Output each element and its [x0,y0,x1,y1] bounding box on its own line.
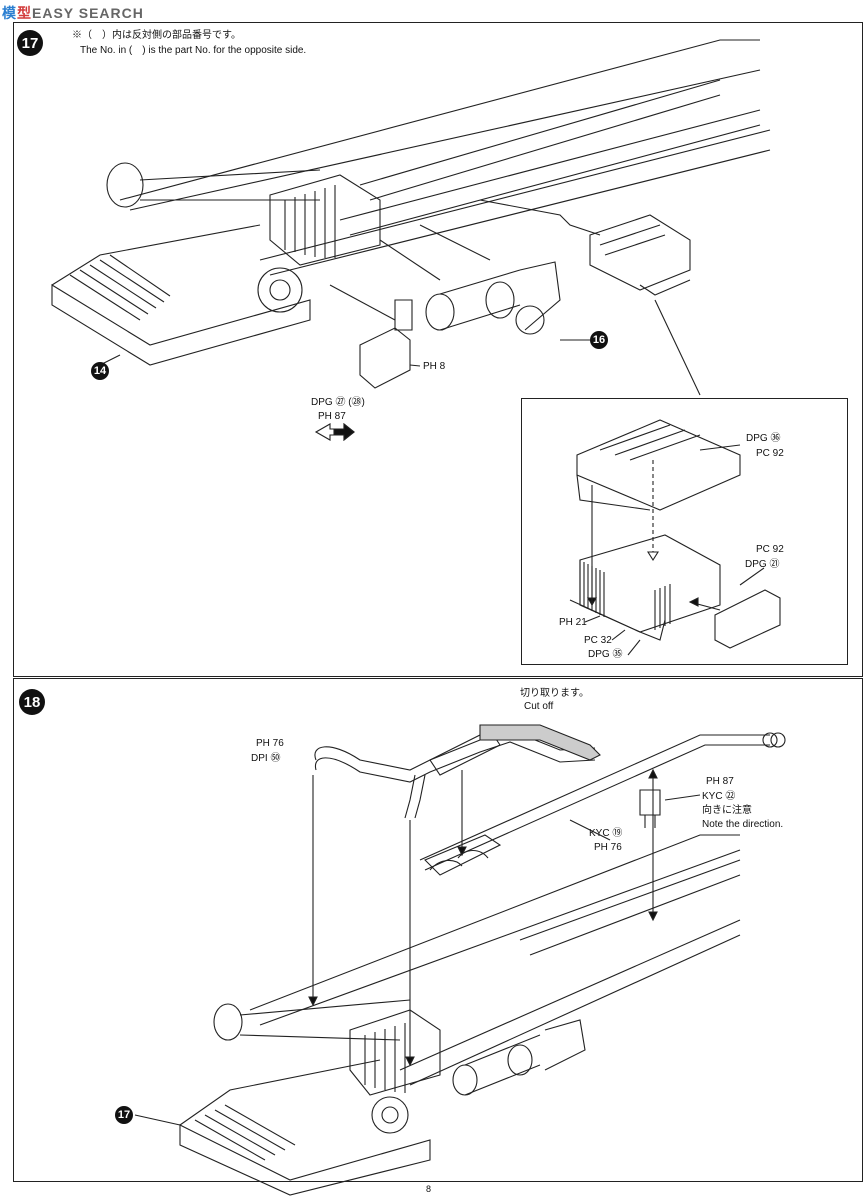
label-ph76-bottom: PH 76 [594,842,622,853]
label-ph21: PH 21 [559,617,587,628]
watermark-logo: 模型EASY SEARCH [2,3,144,23]
label-pc32: PC 32 [584,635,612,646]
label-ph87: PH 87 [318,411,346,422]
label-pc92-side: PC 92 [756,544,784,555]
label-cut-off-jp: 切り取ります。 [520,688,589,699]
callout-16: 16 [590,331,608,349]
label-dpi50: DPI ㊿ [251,753,281,764]
callout-17: 17 [115,1106,133,1124]
label-dpg35: DPG ㉟ [588,649,623,660]
step-17-badge: 17 [17,30,43,56]
inset-detail-box [521,398,848,665]
watermark-char-2: 型 [17,5,32,21]
opposite-side-note-en: The No. in ( ) is the part No. for the o… [80,45,307,56]
label-direction-en: Note the direction. [702,819,784,830]
label-direction-jp: 向きに注意 [702,805,752,816]
label-dpg21: DPG ㉑ [745,559,780,570]
label-ph76-top: PH 76 [256,738,284,749]
step-18-badge: 18 [19,689,45,715]
callout-14: 14 [91,362,109,380]
label-cut-off-en: Cut off [524,701,554,712]
label-ph87-right: PH 87 [706,776,734,787]
page-number: 8 [426,1184,432,1194]
opposite-side-note-jp: ※（ ）内は反対側の部品番号です。 [72,30,241,41]
label-dpg27: DPG ㉗ (㉘) [311,397,365,408]
label-ph8: PH 8 [423,361,446,372]
watermark-char-1: 模 [2,5,17,21]
label-pc92-top: PC 92 [756,448,784,459]
watermark-text: EASY SEARCH [32,5,144,21]
label-kyc22: KYC ㉒ [702,791,736,802]
label-kyc19: KYC ⑲ [589,828,623,839]
label-dpg36: DPG ㊱ [746,433,781,444]
